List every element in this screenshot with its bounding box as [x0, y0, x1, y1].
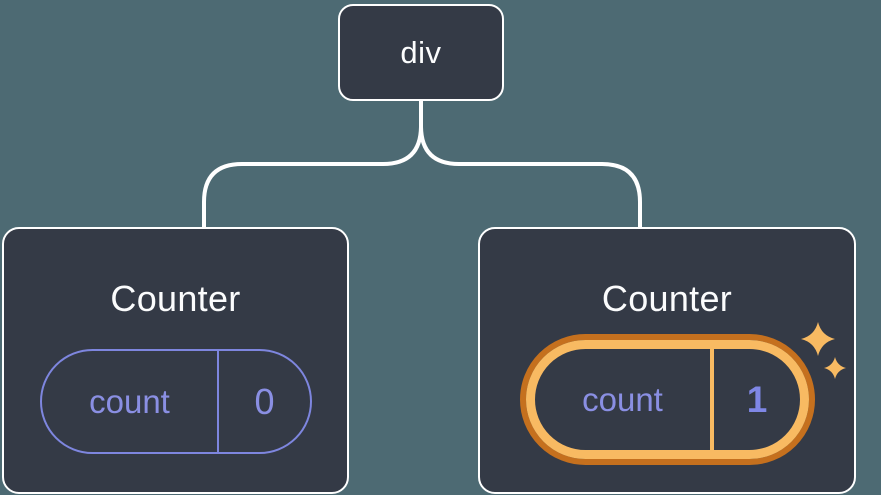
- connector-left-branch: [202, 100, 423, 230]
- connector-right-branch: [419, 100, 642, 230]
- state-key-label: count: [89, 382, 170, 420]
- counter-card-left: Counter count 0: [2, 227, 349, 494]
- state-pill-highlighted: count 1: [520, 334, 815, 465]
- sparkles-icon: [801, 322, 846, 379]
- state-value: 0: [217, 351, 310, 452]
- state-key-label: count: [582, 380, 663, 418]
- tree-node-div-label: div: [400, 34, 442, 70]
- sparkle-small: [824, 357, 846, 379]
- counter-card-right: Counter count 1: [478, 227, 856, 494]
- counter-title: Counter: [110, 278, 241, 319]
- state-pill-highlight-ring: count 1: [526, 340, 809, 459]
- state-pill: count 0: [40, 349, 312, 454]
- counter-title: Counter: [601, 278, 733, 319]
- sparkle-large: [801, 322, 835, 356]
- state-value: 1: [710, 349, 800, 450]
- tree-node-div: div: [338, 4, 504, 101]
